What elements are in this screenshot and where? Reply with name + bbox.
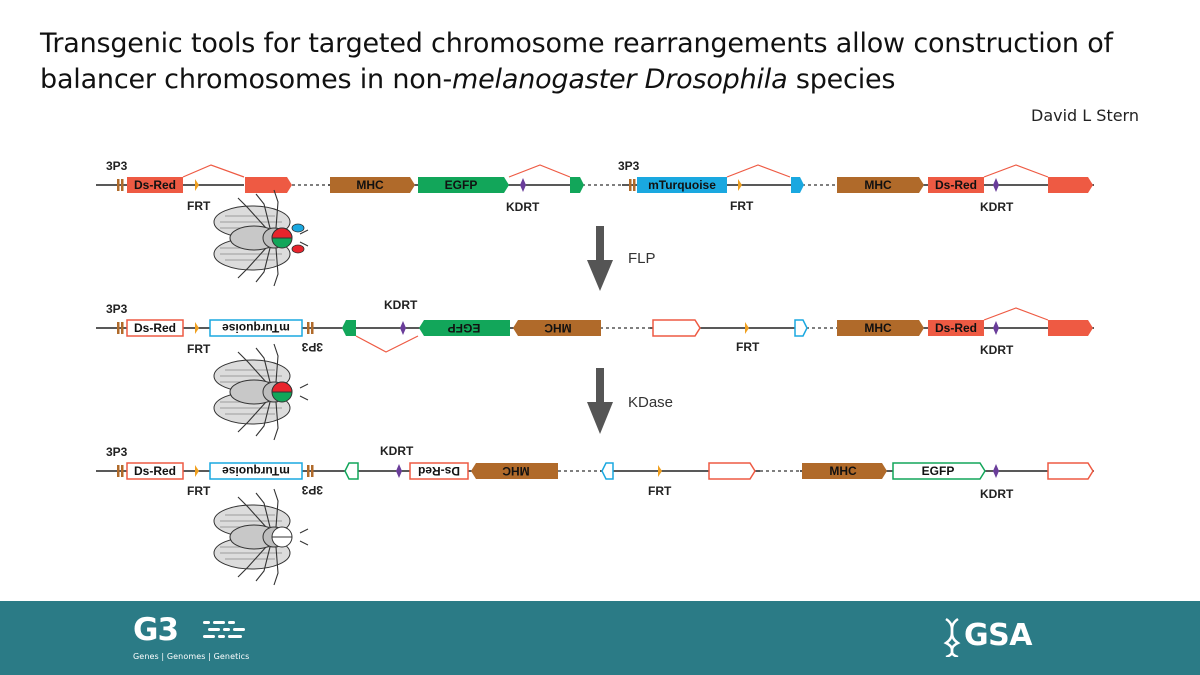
mhc-gene [802,463,887,479]
fly-illustration [213,189,309,287]
dsred-label: Ds-Red [134,321,176,335]
dsred-gene [127,177,183,193]
frt-site [658,465,662,477]
step-label-flp: FLP [628,250,656,267]
dsred-gene [928,177,984,193]
kdrt-site [993,321,999,335]
chromosome-row-initial: 3P3 Ds-Red FRT MHC EGFP KDRT 3P3 mTurquo… [96,159,1094,214]
frt-label: FRT [730,199,754,213]
fly-illustration [213,343,309,441]
g3-logo-dots-icon [203,621,245,638]
mturquoise-label-inverted: mTurquoise [222,321,290,335]
kdrt-site [993,178,999,192]
step-label-kdase: KDase [628,394,673,411]
dsred-label: Ds-Red [134,178,176,192]
frt-site [745,322,749,334]
mturquoise-label-inverted: mTurquoise [222,464,290,478]
dsred-gene-inverted [409,462,469,480]
frt-site [738,179,742,191]
kdrt-label: KDRT [506,200,540,214]
mhc-label: MHC [356,178,384,192]
egfp-gene-outline [892,462,986,480]
mturquoise-gene-inverted [209,319,303,337]
g3-logo: G3 [133,612,179,648]
label-3p3-inverted: 3P3 [301,340,323,354]
frt-label: FRT [648,484,672,498]
kdrt-site [520,178,526,192]
egfp-label: EGFP [445,178,478,192]
mhc-gene [330,177,415,193]
flp-arrow: FLP [587,226,656,291]
kdrt-label: KDRT [380,444,414,458]
label-3p3: 3P3 [106,159,128,173]
gsa-logo-text: GSA [964,618,1032,653]
mhc-gene-inverted [513,320,601,336]
chromosome-row-after-flp: 3P3 Ds-Red FRT mTurquoise 3P3 KDRT EGFP … [96,298,1094,357]
mhc-label-inverted: MHC [544,321,572,335]
fly-illustration [213,488,309,586]
mhc-gene-inverted [471,463,558,479]
chromosome-rearrangement-diagram: 3P3 Ds-Red FRT MHC EGFP KDRT 3P3 mTurquo… [96,159,1094,586]
frt-label: FRT [736,340,760,354]
frt-label: FRT [187,342,211,356]
frt-label: FRT [187,484,211,498]
label-3p3: 3P3 [106,302,128,316]
egfp-gene [418,177,509,193]
dsred-gene-outline [126,462,184,480]
mturquoise-label: mTurquoise [648,178,716,192]
footer-bar: G3 Genes | Genomes | Genetics GSA [0,601,1200,675]
mturquoise-gene [637,177,727,193]
label-3p3-inverted: 3P3 [301,483,323,497]
kdase-arrow: KDase [587,368,673,434]
kdrt-site [400,321,406,335]
slide-title: Transgenic tools for targeted chromosome… [40,28,1113,95]
dsred-gene [928,320,984,336]
frt-site [195,179,199,191]
mhc-label: MHC [829,464,857,478]
egfp-label-inverted: EGFP [448,321,481,335]
mhc-gene [837,320,924,336]
mturquoise-gene-inverted [209,462,303,480]
kdrt-site [396,464,402,478]
mhc-label-inverted: MHC [502,464,530,478]
frt-site [195,322,199,334]
author-name: David L Stern [1031,106,1139,125]
egfp-gene-inverted [419,320,510,336]
label-3p3: 3P3 [618,159,640,173]
kdrt-label: KDRT [980,200,1014,214]
label-3p3: 3P3 [106,445,128,459]
g3-tagline: Genes | Genomes | Genetics [133,652,250,661]
frt-label: FRT [187,199,211,213]
dsred-label: Ds-Red [134,464,176,478]
mhc-label: MHC [864,178,892,192]
kdrt-label: KDRT [384,298,418,312]
kdrt-label: KDRT [980,343,1014,357]
egfp-label: EGFP [922,464,955,478]
mhc-gene [837,177,924,193]
frt-site [195,465,199,477]
dsred-label: Ds-Red [935,321,977,335]
dna-helix-icon [943,617,961,657]
kdrt-label: KDRT [980,487,1014,501]
dsred-label: Ds-Red [935,178,977,192]
kdrt-site [993,464,999,478]
chromosome-row-after-kdase: 3P3 Ds-Red FRT mTurquoise 3P3 KDRT Ds-Re… [96,444,1094,501]
mhc-label: MHC [864,321,892,335]
dsred-gene-outline [126,319,184,337]
dsred-label-inverted: Ds-Red [418,464,460,478]
